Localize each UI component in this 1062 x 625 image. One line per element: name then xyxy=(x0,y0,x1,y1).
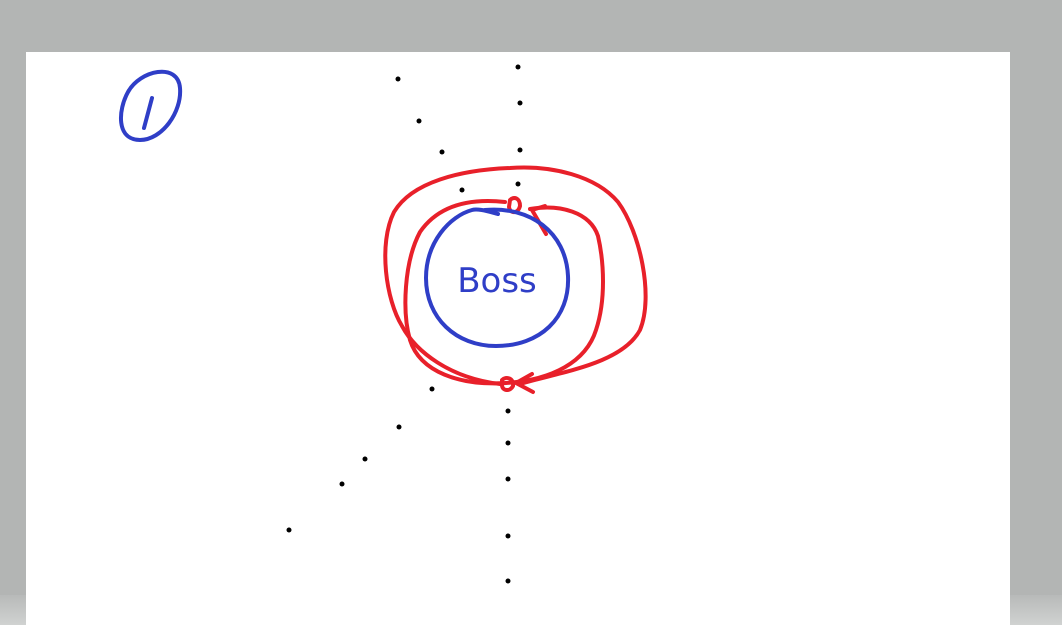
outer-red-ring xyxy=(403,199,605,386)
boss-label: Boss xyxy=(457,261,537,301)
path-dot xyxy=(515,181,521,187)
step-number-badge: 1 xyxy=(0,0,183,143)
path-dot xyxy=(505,476,511,482)
arrow-marker-bottom xyxy=(500,372,535,394)
path-dot xyxy=(505,533,511,539)
step-number-circle xyxy=(118,69,183,143)
drawing-canvas xyxy=(26,52,1010,625)
path-dot xyxy=(505,578,511,584)
path-dot xyxy=(395,76,401,82)
path-dot xyxy=(439,149,445,155)
path-dot xyxy=(396,424,402,430)
path-dot xyxy=(362,456,368,462)
path-dot xyxy=(515,64,521,70)
dotted-path-center xyxy=(505,64,523,584)
boss-circle xyxy=(424,207,571,348)
path-dot xyxy=(517,100,523,106)
path-dot xyxy=(505,408,511,414)
dotted-path-left xyxy=(286,76,465,533)
path-dot xyxy=(416,118,422,124)
path-dot xyxy=(429,386,435,392)
path-dot xyxy=(517,147,523,153)
path-dot xyxy=(286,527,292,533)
path-dot xyxy=(505,440,511,446)
step-number-text: 1 xyxy=(0,0,1,1)
path-dot xyxy=(459,187,465,193)
path-dot xyxy=(339,481,345,487)
step-number-stroke xyxy=(142,96,154,130)
outer-red-ring xyxy=(383,165,648,386)
